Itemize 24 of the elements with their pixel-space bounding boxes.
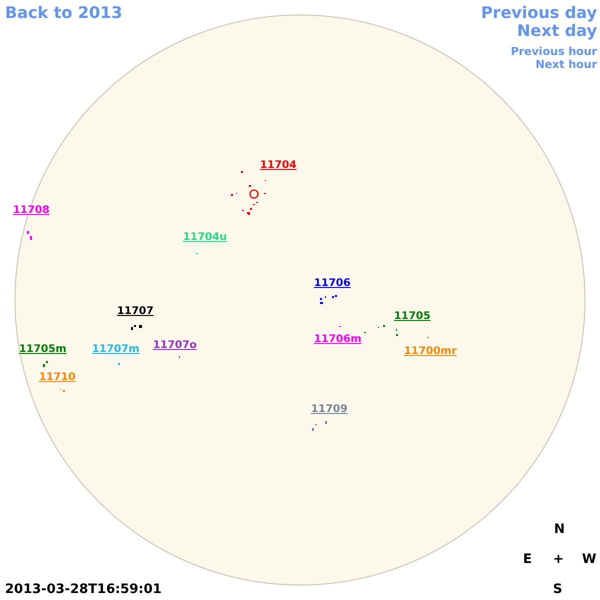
region-number: 11704u bbox=[183, 232, 228, 242]
region-number: 11706m bbox=[314, 334, 362, 344]
compass-letter: S bbox=[553, 583, 562, 596]
region-number: 11707o bbox=[153, 340, 197, 350]
region-number: 11707m bbox=[92, 344, 140, 354]
compass-center: + bbox=[553, 553, 564, 566]
region-number: 11710 bbox=[39, 372, 76, 382]
nav-link: Back to 2013 bbox=[5, 2, 122, 24]
timestamp: 2013-03-28T16:59:01 bbox=[5, 583, 162, 596]
nav-link: Previous hour bbox=[510, 44, 597, 60]
region-number: 11705m bbox=[19, 344, 66, 354]
region-number: 11706 bbox=[314, 278, 351, 288]
nav-link: Next hour bbox=[536, 57, 597, 73]
region-number: 11700mr bbox=[404, 346, 457, 356]
region-number: 11708 bbox=[13, 205, 50, 216]
compass-letter: W bbox=[582, 553, 596, 566]
nav-link: Previous day bbox=[480, 2, 597, 24]
region-number: 11709 bbox=[311, 404, 348, 414]
compass-letter: N bbox=[554, 523, 565, 536]
compass-letter: E bbox=[523, 553, 532, 566]
region-number: 11705 bbox=[394, 311, 431, 322]
region-number: 11704 bbox=[260, 160, 297, 170]
region-number: 11707 bbox=[117, 306, 154, 316]
nav-link: Next day bbox=[517, 21, 597, 42]
